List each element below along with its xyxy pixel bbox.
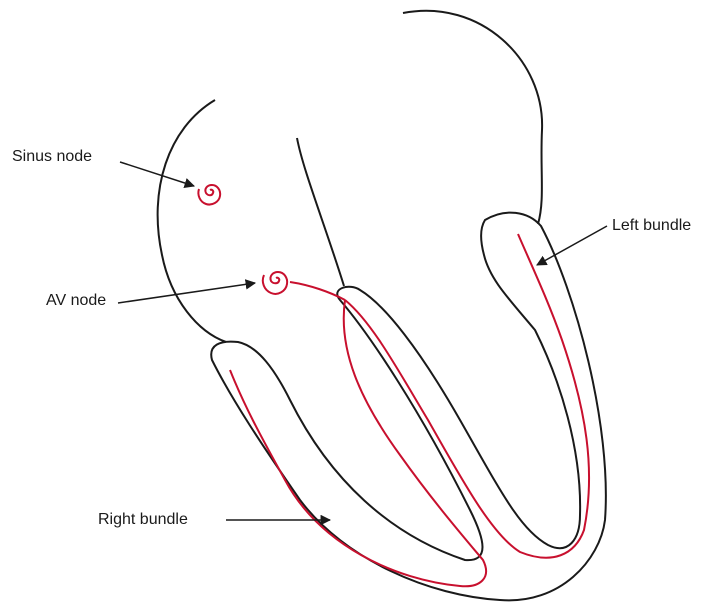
left-ventricle-wall <box>211 213 606 601</box>
sinus-node-pointer <box>120 162 194 186</box>
av-node-label: AV node <box>46 293 106 309</box>
right-bundle-label: Right bundle <box>98 512 188 528</box>
his-bundle-path <box>290 282 345 300</box>
left-atrium-outline <box>297 138 344 286</box>
left-bundle-path <box>345 234 589 558</box>
left-bundle-pointer <box>537 226 607 265</box>
left-bundle-label: Left bundle <box>612 218 691 234</box>
sinus-node-label: Sinus node <box>12 149 92 165</box>
sinus-node-spiral <box>198 185 220 205</box>
right-bundle-path <box>230 300 486 586</box>
right-atrium-outline <box>158 100 226 342</box>
av-node-pointer <box>118 283 255 303</box>
aorta-outline <box>403 11 542 224</box>
av-node-spiral <box>263 272 287 294</box>
